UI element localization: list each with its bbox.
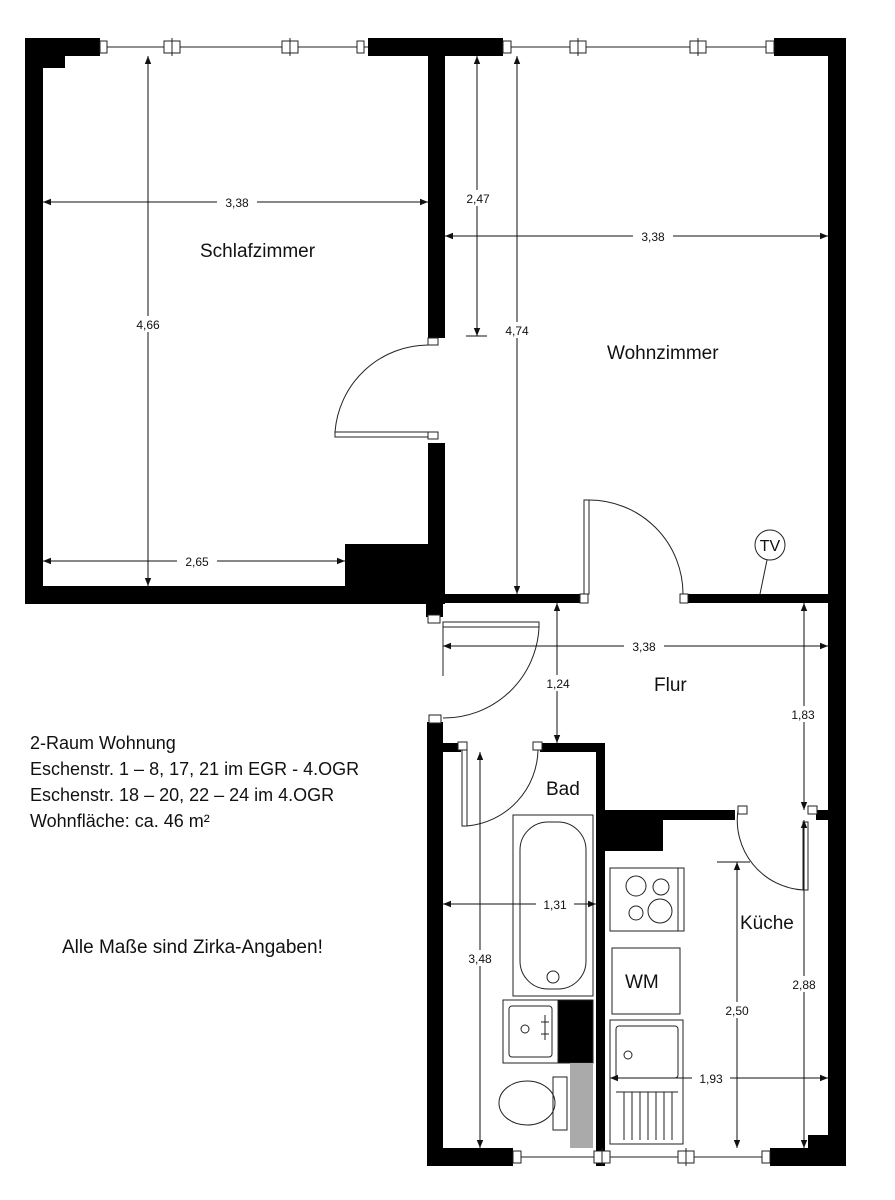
wall-bad-top bbox=[540, 743, 605, 752]
wall-bottom-schlaf bbox=[25, 586, 445, 604]
dim-bad-height: 3,48 bbox=[468, 952, 492, 966]
shaft bbox=[557, 999, 594, 1064]
dimension-lines bbox=[43, 56, 828, 1148]
kitchen-sink bbox=[609, 1019, 684, 1145]
fixture-label-tv: TV bbox=[760, 538, 781, 555]
wall-wohn-bottom-right bbox=[686, 594, 828, 603]
room-label-wohnzimmer: Wohnzimmer bbox=[607, 343, 719, 364]
bath-sink bbox=[502, 999, 559, 1064]
wall-bottom-right bbox=[770, 1148, 846, 1166]
toilet bbox=[552, 1076, 568, 1131]
dim-wohn-width: 3,38 bbox=[641, 230, 665, 244]
door-entrance bbox=[442, 621, 540, 628]
stove bbox=[609, 867, 685, 932]
wall-top-left bbox=[25, 38, 100, 56]
dimension-labels: 3,38 4,66 2,65 3,38 2,47 4,74 3,38 1,24 … bbox=[128, 190, 823, 1086]
dim-flur-width: 3,38 bbox=[632, 640, 656, 654]
dim-bad-width: 1,31 bbox=[543, 898, 567, 912]
info-line-type: 2-Raum Wohnung bbox=[30, 733, 176, 753]
disclaimer-note: Alle Maße sind Zirka-Angaben! bbox=[62, 937, 323, 958]
room-label-bad: Bad bbox=[546, 779, 580, 800]
room-label-flur: Flur bbox=[654, 675, 687, 696]
dim-wohn-height: 4,74 bbox=[505, 324, 529, 338]
dim-schlaf-height: 4,66 bbox=[136, 318, 160, 332]
dim-schlaf-width-bottom: 2,65 bbox=[185, 555, 209, 569]
wall-wohn-bottom-left bbox=[443, 594, 583, 603]
fixtures bbox=[498, 529, 786, 1148]
info-line-address-1: Eschenstr. 1 – 8, 17, 21 im EGR - 4.OGR bbox=[30, 759, 360, 779]
wall-left-schlaf bbox=[25, 38, 43, 604]
dim-kueche-width: 1,93 bbox=[699, 1072, 723, 1086]
dim-flur-right-height: 1,83 bbox=[791, 708, 815, 722]
dim-kueche-height: 2,88 bbox=[792, 978, 816, 992]
room-label-schlafzimmer: Schlafzimmer bbox=[200, 241, 316, 262]
info-line-address-2: Eschenstr. 18 – 20, 22 – 24 im 4.OGR bbox=[30, 785, 335, 805]
door-schlafzimmer bbox=[334, 431, 429, 438]
dim-schlaf-width-top: 3,38 bbox=[225, 196, 249, 210]
wall-partition-upper bbox=[428, 56, 445, 338]
wall-kueche-top bbox=[605, 810, 735, 820]
wall-bad-kueche bbox=[596, 743, 605, 1166]
apartment-info: 2-Raum Wohnung Eschenstr. 1 – 8, 17, 21 … bbox=[30, 730, 359, 834]
washing-machine bbox=[611, 947, 681, 1015]
wall-bottom-left bbox=[427, 1148, 513, 1166]
wall-partition-lower bbox=[428, 443, 445, 603]
doors bbox=[334, 337, 818, 891]
door-bad bbox=[461, 749, 468, 827]
room-label-kueche: Küche bbox=[740, 913, 794, 934]
door-wohnzimmer bbox=[583, 499, 590, 595]
walls bbox=[25, 38, 846, 1166]
tv-symbol bbox=[754, 529, 786, 561]
windows bbox=[99, 38, 775, 1166]
wall-top-mid bbox=[368, 38, 503, 56]
dim-flur-depth: 1,24 bbox=[546, 677, 570, 691]
info-line-area: Wohnfläche: ca. 46 m² bbox=[30, 811, 210, 831]
wall-right bbox=[828, 38, 846, 1166]
dim-kueche-height-inner: 2,50 bbox=[725, 1004, 749, 1018]
dim-wohn-height-partial: 2,47 bbox=[466, 192, 490, 206]
wall-left-bad bbox=[427, 722, 443, 1166]
room-labels: Schlafzimmer Wohnzimmer Flur Bad Küche W… bbox=[200, 241, 794, 993]
fixture-label-wm: WM bbox=[625, 972, 659, 993]
